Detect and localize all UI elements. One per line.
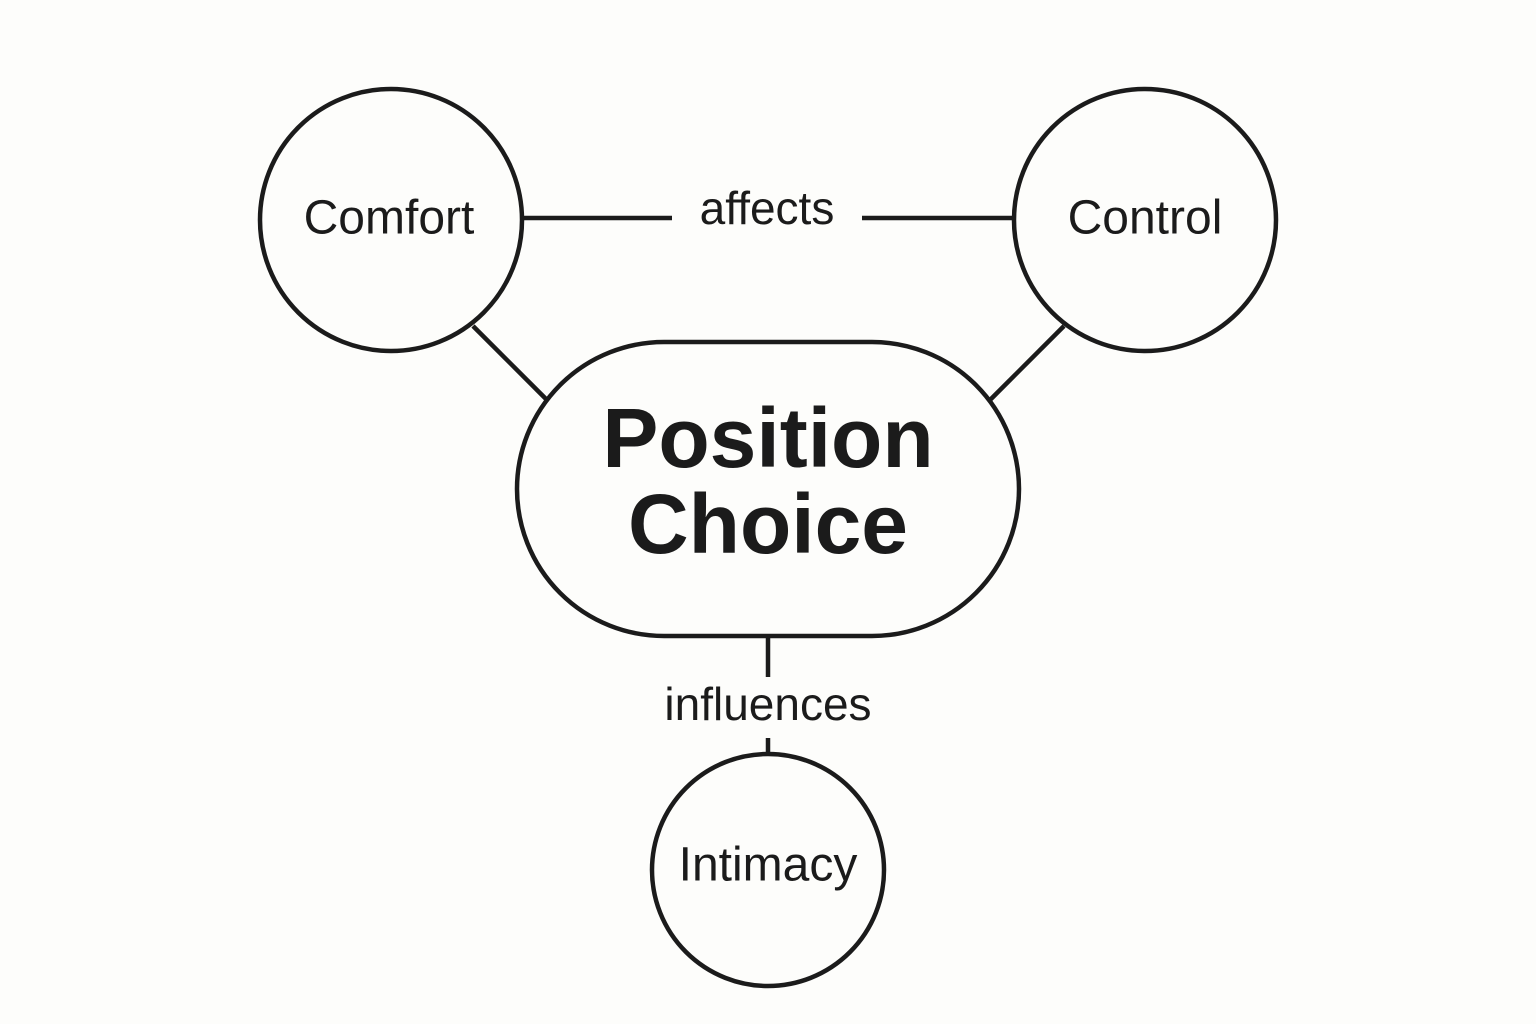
node-control: Control xyxy=(1011,86,1279,354)
node-position-choice-line1: Position xyxy=(602,391,933,485)
node-control-circle xyxy=(1011,86,1279,354)
edge-label-influences: influences xyxy=(664,678,871,730)
edge-label-affects: affects xyxy=(700,182,835,234)
node-comfort-circle xyxy=(257,86,525,354)
node-position-choice: Position Choice xyxy=(514,339,1022,639)
node-comfort: Comfort xyxy=(257,86,525,354)
node-intimacy-label: Intimacy xyxy=(679,839,858,892)
node-comfort-label: Comfort xyxy=(304,192,475,245)
node-control-label: Control xyxy=(1068,192,1223,245)
edge-comfort-center xyxy=(471,324,548,401)
node-intimacy-circle xyxy=(649,751,887,989)
edge-control-center xyxy=(987,324,1066,403)
node-position-choice-line2: Choice xyxy=(628,477,908,571)
node-position-choice-shape xyxy=(514,339,1022,639)
node-intimacy: Intimacy xyxy=(649,751,887,989)
